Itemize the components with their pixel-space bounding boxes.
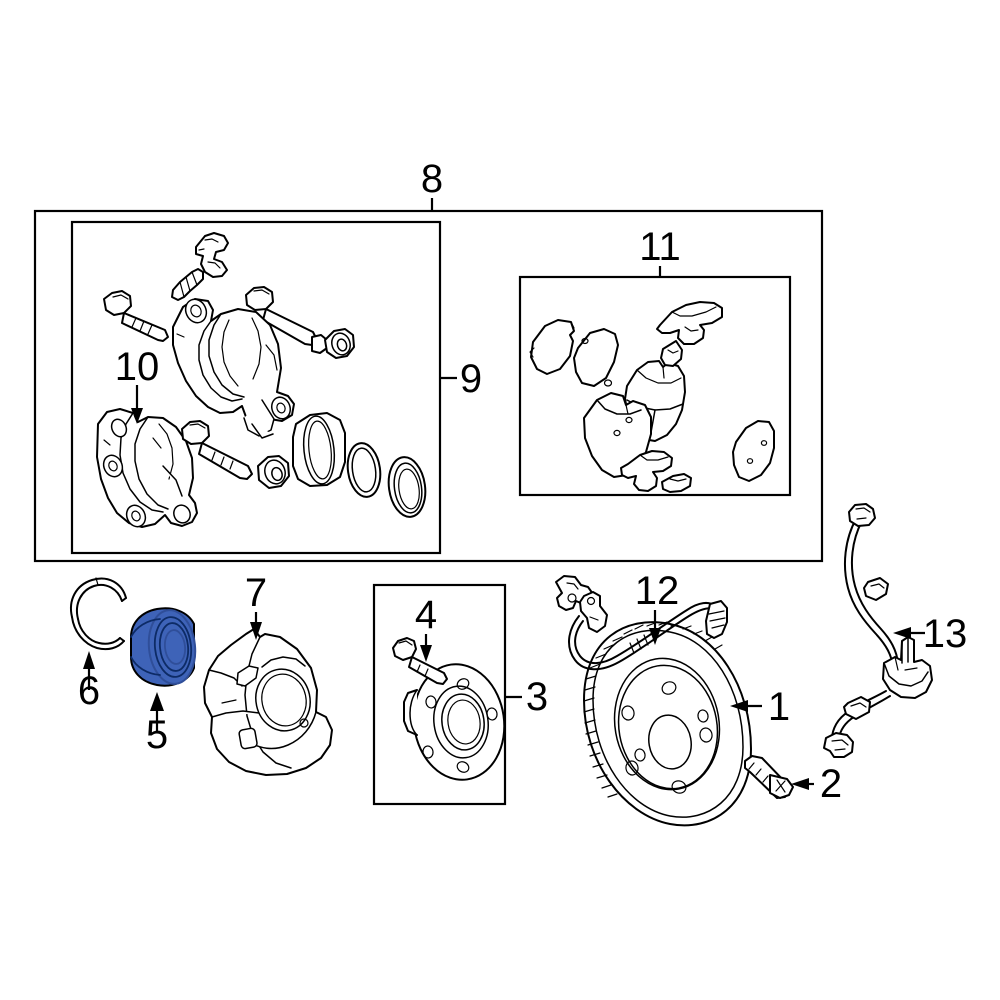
caliper-bracket-bolt-upper bbox=[103, 290, 169, 342]
callout-5: 5 bbox=[146, 713, 168, 757]
callout-10: 10 bbox=[115, 345, 160, 389]
brake-pad-kit-group bbox=[529, 301, 775, 493]
guide-pin-bushing-upper bbox=[324, 328, 355, 359]
brake-hose bbox=[555, 575, 728, 671]
leader-5-arrowhead bbox=[150, 692, 164, 711]
wheel-hub-box bbox=[372, 583, 507, 806]
brake-splash-shield bbox=[203, 628, 333, 776]
caliper-guide-pin-upper bbox=[245, 286, 328, 354]
wheel-stud-bolt bbox=[392, 637, 448, 685]
caliper-assembly-group bbox=[96, 232, 427, 528]
outer-group-box bbox=[33, 209, 824, 563]
callout-1: 1 bbox=[768, 685, 790, 729]
abs-sensor-routing-clip bbox=[863, 577, 889, 601]
callout-8: 8 bbox=[421, 157, 443, 201]
brake-hose-bracket bbox=[579, 591, 608, 633]
brake-hose-fitting-end bbox=[705, 600, 728, 639]
group-boxes bbox=[33, 209, 824, 806]
brake-rotor-disc bbox=[583, 621, 752, 827]
brake-caliper-housing bbox=[172, 298, 295, 439]
callout-11: 11 bbox=[639, 225, 681, 269]
caliper-piston bbox=[292, 412, 346, 487]
abs-sensor-connector-top bbox=[848, 503, 876, 527]
callout-7: 7 bbox=[245, 571, 267, 615]
guide-pin-bushing-lower bbox=[257, 455, 290, 489]
abs-wheel-speed-sensor bbox=[823, 503, 933, 758]
pad-spring-clip-upper bbox=[656, 301, 723, 367]
leader-1-arrowhead bbox=[730, 700, 748, 712]
caliper-group-box bbox=[70, 220, 442, 555]
leader-12-arrowhead bbox=[649, 628, 661, 645]
brake-pad-kit-box bbox=[518, 275, 792, 497]
wheel-hub-assembly bbox=[403, 663, 506, 781]
piston-seal-ring bbox=[346, 442, 382, 498]
brake-pad-shim-c bbox=[732, 420, 775, 482]
callout-3: 3 bbox=[526, 675, 548, 719]
piston-dust-boot bbox=[387, 456, 427, 518]
caliper-guide-pin-lower bbox=[181, 420, 253, 480]
callout-13: 13 bbox=[923, 612, 968, 656]
pad-spring-clip-lower bbox=[620, 450, 692, 493]
brake-hose-crimp bbox=[629, 634, 649, 654]
callout-4: 4 bbox=[415, 593, 437, 637]
pad-retainer-clip bbox=[195, 232, 229, 278]
rotor-cooling-vanes bbox=[583, 621, 723, 798]
bearing-snap-ring bbox=[70, 577, 127, 651]
leader-lines bbox=[83, 198, 925, 790]
front-wheel-bearing bbox=[130, 607, 197, 687]
callout-2: 2 bbox=[820, 762, 842, 806]
brake-pad-shim-a bbox=[529, 319, 575, 375]
leader-4-arrowhead bbox=[420, 645, 432, 662]
abs-sensor-lower-bracket bbox=[843, 696, 871, 720]
leader-10-arrowhead bbox=[131, 408, 143, 424]
caliper-mounting-bracket bbox=[96, 408, 198, 528]
brake-pad-outer bbox=[583, 392, 652, 478]
leader-6-arrowhead bbox=[83, 651, 95, 669]
bleeder-screw bbox=[171, 268, 204, 301]
leader-7-arrowhead bbox=[250, 622, 262, 640]
leader-2-arrowhead bbox=[791, 778, 809, 790]
callout-12: 12 bbox=[635, 569, 680, 613]
callout-9: 9 bbox=[460, 357, 482, 401]
callout-6: 6 bbox=[78, 669, 100, 713]
abs-sensor-head bbox=[882, 636, 933, 699]
brake-pad-shim-b bbox=[573, 328, 619, 387]
abs-sensor-connector-bottom bbox=[823, 732, 854, 758]
leader-13-arrowhead bbox=[893, 627, 911, 639]
rotor-retaining-screw bbox=[744, 755, 794, 799]
callout-numbers: 8 9 10 11 7 6 5 4 3 12 1 2 13 bbox=[78, 157, 967, 806]
